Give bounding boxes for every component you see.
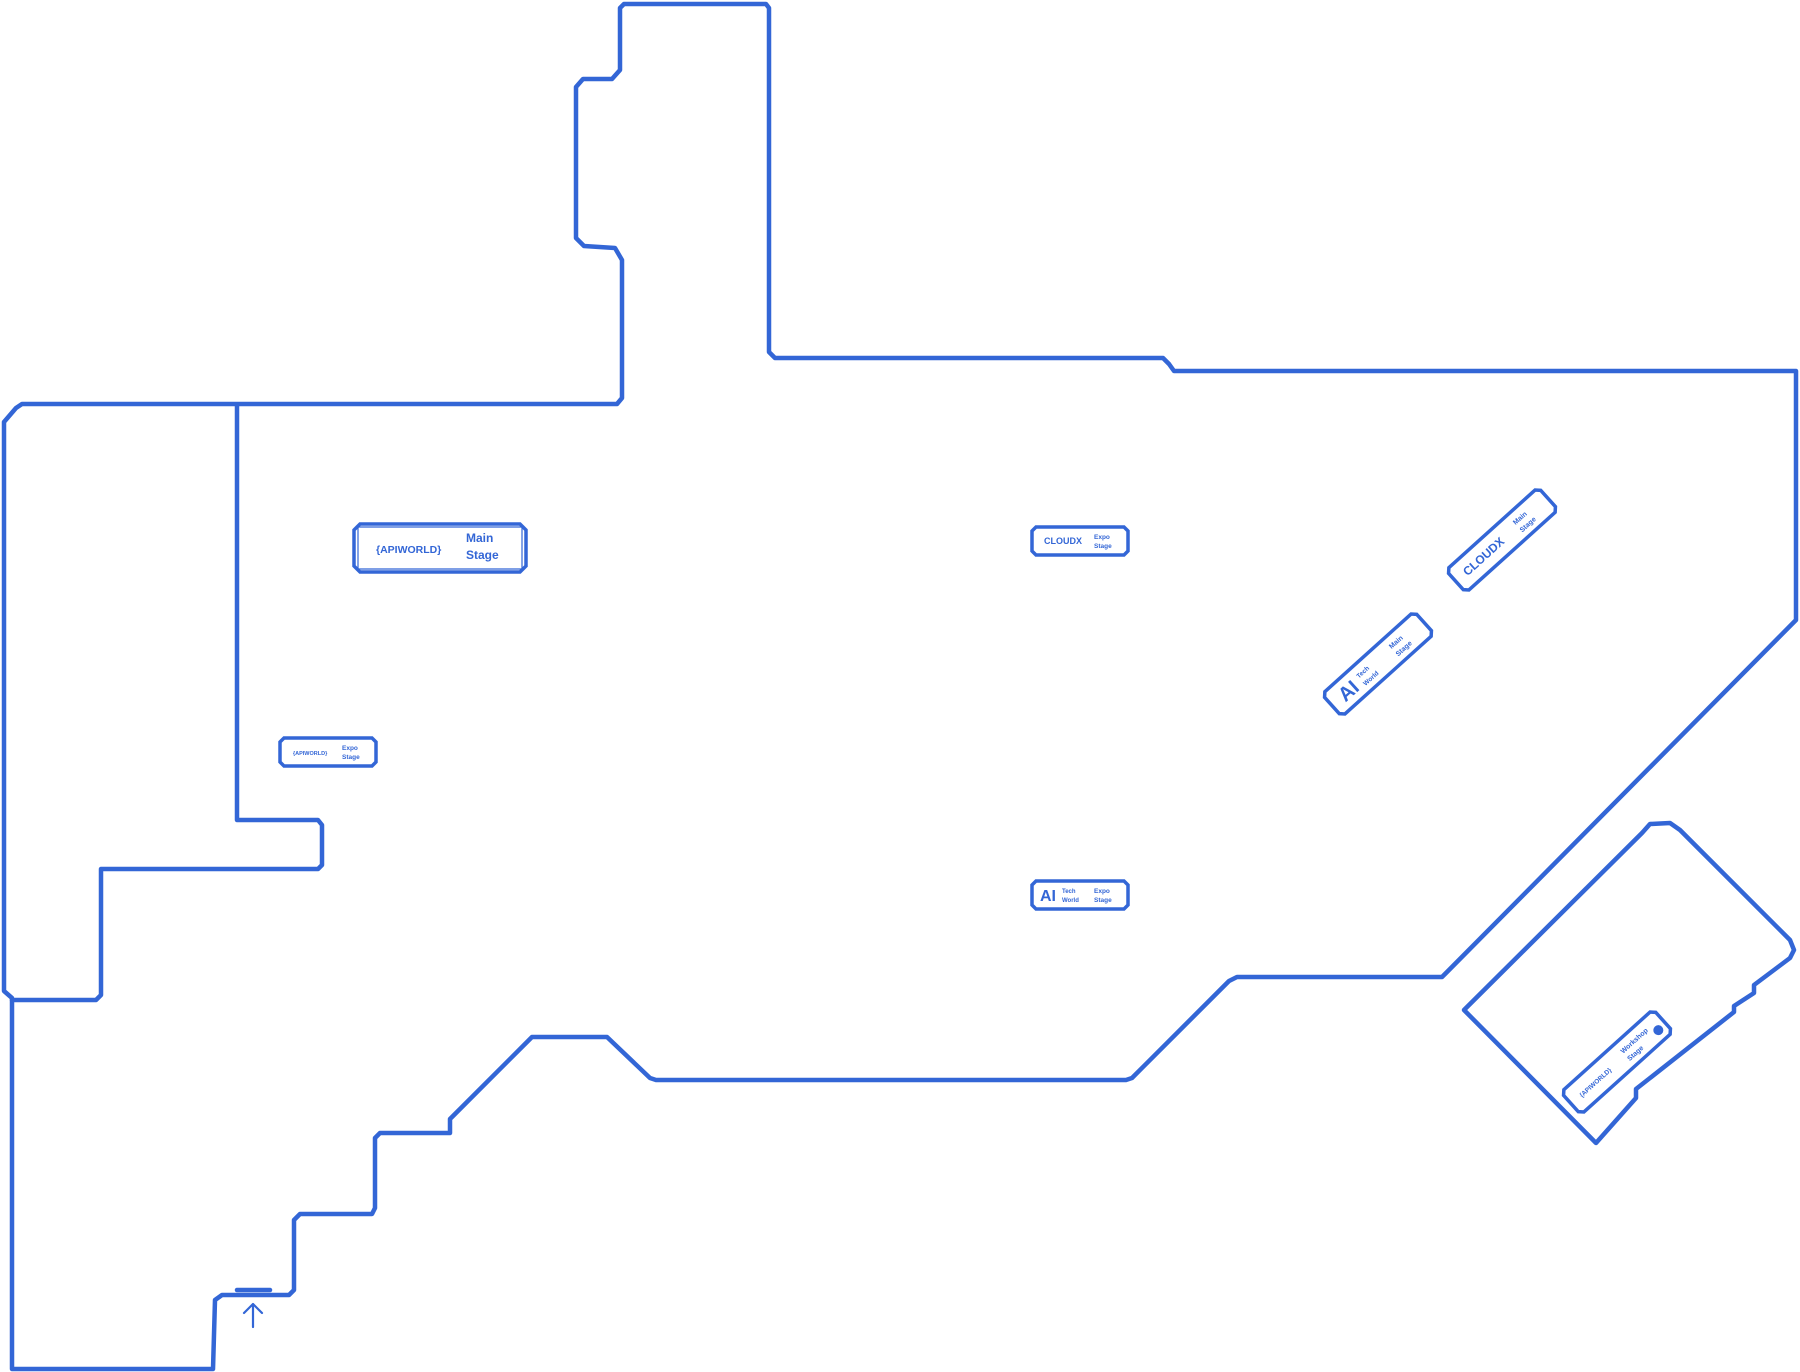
interior-wall-left xyxy=(9,403,325,1003)
stage-label-line1: Main xyxy=(466,531,493,545)
stage-logo: {APIWORLD} xyxy=(376,544,441,556)
stage-aitech-main[interactable]: AI Tech World Main Stage xyxy=(1322,611,1434,716)
stage-label-line2: Stage xyxy=(1094,543,1112,550)
stage-apiworld-workshop[interactable]: {APIWORLD} Workshop Stage xyxy=(1561,1009,1673,1114)
stage-logo: {APIWORLD} xyxy=(293,751,328,757)
stage-label-line1: Expo xyxy=(342,745,358,752)
stage-label-line2: Stage xyxy=(1094,897,1112,904)
stage-logo-sub1: Tech xyxy=(1062,889,1076,895)
stage-apiworld-main[interactable]: {APIWORLD} Main Stage xyxy=(352,522,528,574)
workshop-building-wall xyxy=(1461,820,1797,1146)
stage-label-line1: Expo xyxy=(1094,534,1110,541)
stage-label-line2: Stage xyxy=(466,548,499,562)
stage-label-line1: Expo xyxy=(1094,888,1110,895)
stage-aitech-expo[interactable]: AI Tech World Expo Stage xyxy=(1030,879,1130,911)
up-arrow-icon xyxy=(242,1302,264,1329)
stage-cloudx-main[interactable]: CLOUDX Main Stage xyxy=(1446,487,1558,592)
stage-label-line2: Stage xyxy=(342,754,360,761)
stage-logo: CLOUDX xyxy=(1044,536,1082,546)
stage-marker-dot xyxy=(1653,1025,1664,1036)
stage-logo-sub2: World xyxy=(1062,898,1079,904)
stage-apiworld-expo[interactable]: {APIWORLD} Expo Stage xyxy=(278,736,378,768)
stage-logo: AI xyxy=(1040,888,1056,905)
stage-cloudx-expo[interactable]: CLOUDX Expo Stage xyxy=(1030,525,1130,557)
